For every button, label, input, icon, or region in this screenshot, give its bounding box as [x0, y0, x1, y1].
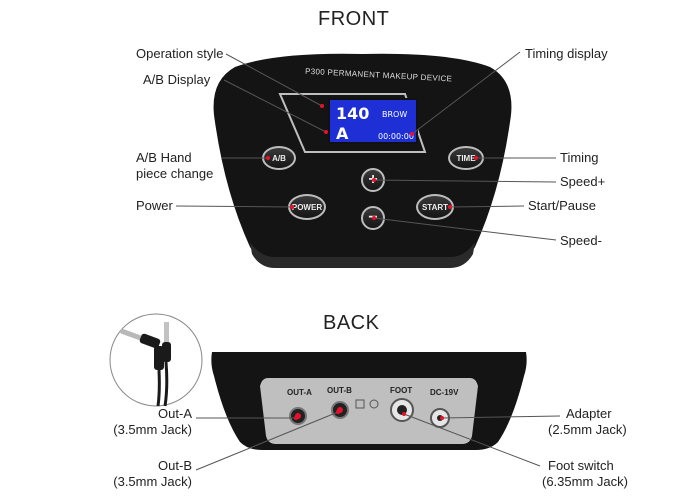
- label-start-pause: Start/Pause: [528, 198, 596, 213]
- label-ab-display: A/B Display: [143, 72, 211, 87]
- label-adapter-1: Adapter: [566, 406, 612, 421]
- label-timing: Timing: [560, 150, 599, 165]
- port-label-foot: FOOT: [390, 386, 413, 395]
- label-adapter-2: (2.5mm Jack): [548, 422, 627, 437]
- label-timing-display: Timing display: [525, 46, 608, 61]
- label-ab-hand-1: A/B Hand: [136, 150, 192, 165]
- label-out-a-1: Out-A: [158, 406, 192, 421]
- front-title: FRONT: [318, 8, 390, 30]
- start-button[interactable]: START: [416, 194, 454, 220]
- back-title: BACK: [323, 312, 380, 334]
- mode-value: BROW: [382, 110, 408, 119]
- label-speed-plus: Speed+: [560, 174, 606, 189]
- port-label-dc: DC-19V: [430, 388, 459, 397]
- regulatory-marks-icon: [355, 399, 379, 409]
- power-button[interactable]: POWER: [288, 194, 326, 220]
- jack-plug-inset: [109, 313, 203, 407]
- label-ab-hand-2: piece change: [136, 166, 214, 181]
- label-out-b-2: (3.5mm Jack): [113, 474, 192, 489]
- label-out-b-1: Out-B: [158, 458, 192, 473]
- label-speed-minus: Speed-: [560, 233, 602, 248]
- label-operation-style: Operation style: [136, 46, 224, 61]
- label-foot-2: (6.35mm Jack): [542, 474, 628, 489]
- port-foot: [390, 398, 414, 422]
- label-power: Power: [136, 198, 173, 213]
- handpiece-indicator: A: [336, 124, 349, 143]
- label-out-a-2: (3.5mm Jack): [113, 422, 192, 437]
- port-out-a: [289, 407, 307, 425]
- timer-value: 00:00:00: [378, 132, 414, 141]
- back-device-body: [211, 352, 527, 450]
- port-label-out-a: OUT-A: [287, 388, 312, 397]
- port-label-out-b: OUT-B: [327, 386, 352, 395]
- label-foot-1: Foot switch: [548, 458, 614, 473]
- port-out-b: [331, 401, 349, 419]
- jack-plug-icon: [120, 322, 171, 407]
- lcd-screen: 140 BROW A 00:00:00: [328, 98, 418, 144]
- speed-value: 140: [336, 104, 370, 123]
